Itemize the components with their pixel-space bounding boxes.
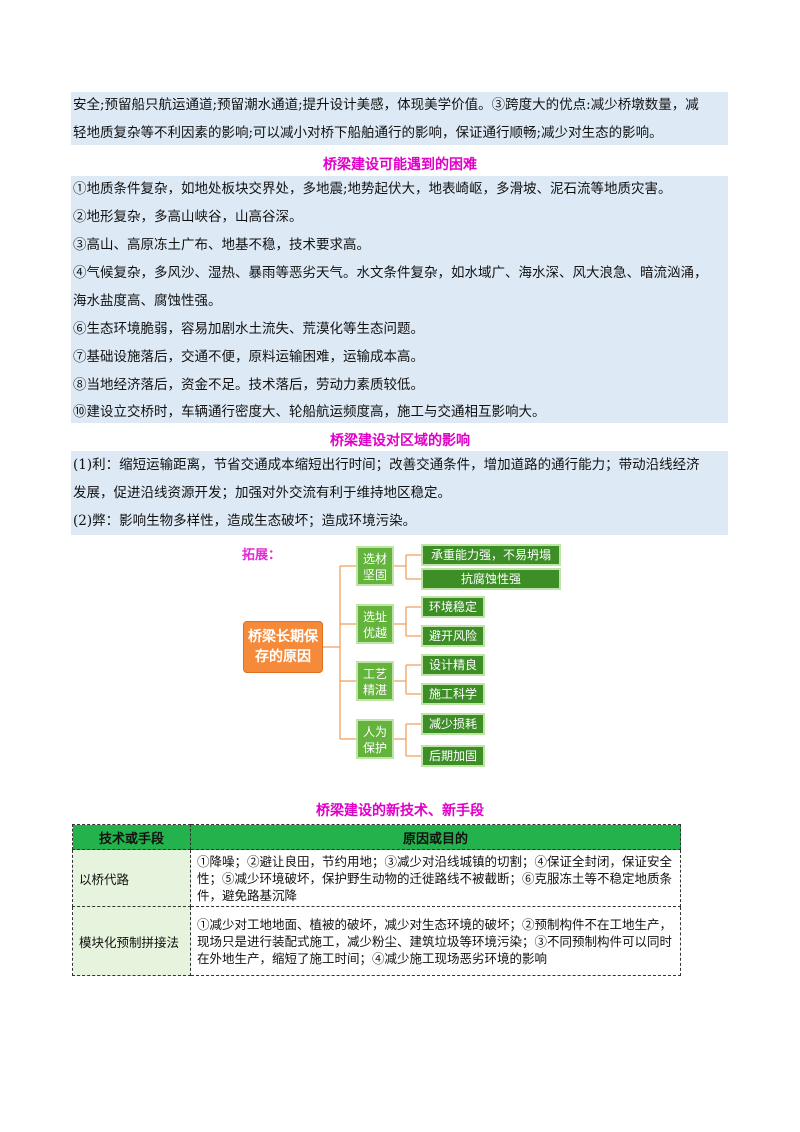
group-label: 优越: [362, 626, 387, 640]
section1-block: [71, 92, 728, 145]
group-label: 选材: [362, 552, 387, 566]
group-node: 选材 坚固: [356, 546, 394, 586]
section2-heading: 桥梁建设可能遇到的困难: [323, 157, 477, 173]
impact-line: (1)利：缩短运输距离，节省交通成本缩短出行时间；改善交通条件，增加道路的通行能…: [73, 457, 700, 473]
diagram-root-node: 桥梁长期保 存的原因: [243, 621, 323, 673]
difficulty-line: ⑩建设立交桥时，车辆通行密度大、轮船航运频度高，施工与交通相互影响大。: [73, 404, 546, 420]
group-label: 工艺: [362, 667, 387, 681]
column-header: 技术或手段: [72, 824, 191, 850]
section3-heading: 桥梁建设对区域的影响: [330, 433, 470, 449]
difficulty-line: ⑦基础设施落后，交通不便，原料运输困难，运输成本高。: [73, 349, 424, 365]
table-cell: 以桥代路: [72, 849, 191, 907]
impact-line: 发展，促进沿线资源开发；加强对外交流有利于维持地区稳定。: [73, 485, 451, 501]
group-label: 精湛: [362, 683, 387, 697]
root-line: 桥梁长期保: [248, 629, 318, 645]
technique-table: 技术或手段 原因或目的 以桥代路 ①降噪；②避让良田，节约用地；③减少对沿线城镇…: [72, 824, 681, 976]
table-header-row: 技术或手段 原因或目的: [72, 824, 681, 850]
section1-line: 轻地质复杂等不利因素的影响;可以减小对桥下船舶通行的影响，保证通行顺畅;减少对生…: [73, 125, 663, 141]
section2-block: [71, 176, 728, 423]
difficulty-line: ②地形复杂，多高山峡谷，山高谷深。: [73, 209, 303, 225]
leaf-node: 环境稳定: [421, 596, 485, 618]
extension-label: 拓展：: [242, 548, 282, 563]
difficulty-line: ①地质条件复杂，如地处板块交界处，多地震;地势起伏大，地表崎岖，多滑坡、泥石流等…: [73, 181, 672, 197]
table-cell: ①降噪；②避让良田，节约用地；③减少对沿线城镇的切割；④保证全封闭，保证安全性；…: [190, 849, 681, 907]
leaf-node: 减少损耗: [421, 713, 485, 735]
impact-line: (2)弊：影响生物多样性，造成生态破坏；造成环境污染。: [73, 513, 417, 529]
difficulty-line: ④气候复杂，多风沙、湿热、暴雨等恶劣天气。水文条件复杂，如水域广、海水深、风大浪…: [73, 265, 708, 281]
table-cell: 模块化预制拼接法: [72, 906, 191, 976]
section1-line: 安全;预留船只航运通道;预留潮水通道;提升设计美感，体现美学价值。③跨度大的优点…: [73, 97, 699, 113]
group-label: 坚固: [362, 568, 387, 582]
leaf-node: 施工科学: [421, 683, 485, 705]
leaf-node: 承重能力强，不易坍塌: [421, 544, 561, 566]
group-label: 保护: [362, 741, 387, 755]
leaf-node: 后期加固: [421, 745, 485, 767]
difficulty-line: ⑧当地经济落后，资金不足。技术落后，劳动力素质较低。: [73, 377, 424, 393]
section3-block: [71, 451, 728, 535]
table-row: 模块化预制拼接法 ①减少对工地地面、植被的破坏，减少对生态环境的破坏；②预制构件…: [72, 906, 681, 976]
difficulty-line: ⑥生态环境脆弱，容易加剧水土流失、荒漠化等生态问题。: [73, 321, 424, 337]
table-cell: ①减少对工地地面、植被的破坏，减少对生态环境的破坏；②预制构件不在工地生产，现场…: [190, 906, 681, 976]
leaf-node: 避开风险: [421, 625, 485, 647]
column-header: 原因或目的: [190, 824, 681, 850]
group-label: 选址: [362, 610, 387, 624]
root-line: 存的原因: [255, 649, 311, 665]
group-node: 选址 优越: [356, 604, 394, 644]
difficulty-line: 海水盐度高、腐蚀性强。: [73, 293, 222, 309]
group-label: 人为: [362, 725, 387, 739]
table-title: 桥梁建设的新技术、新手段: [316, 803, 484, 819]
table-row: 以桥代路 ①降噪；②避让良田，节约用地；③减少对沿线城镇的切割；④保证全封闭，保…: [72, 849, 681, 907]
difficulty-line: ③高山、高原冻土广布、地基不稳，技术要求高。: [73, 237, 370, 253]
leaf-node: 设计精良: [421, 654, 485, 676]
group-node: 人为 保护: [356, 719, 394, 759]
group-node: 工艺 精湛: [356, 661, 394, 701]
leaf-node: 抗腐蚀性强: [421, 568, 561, 590]
